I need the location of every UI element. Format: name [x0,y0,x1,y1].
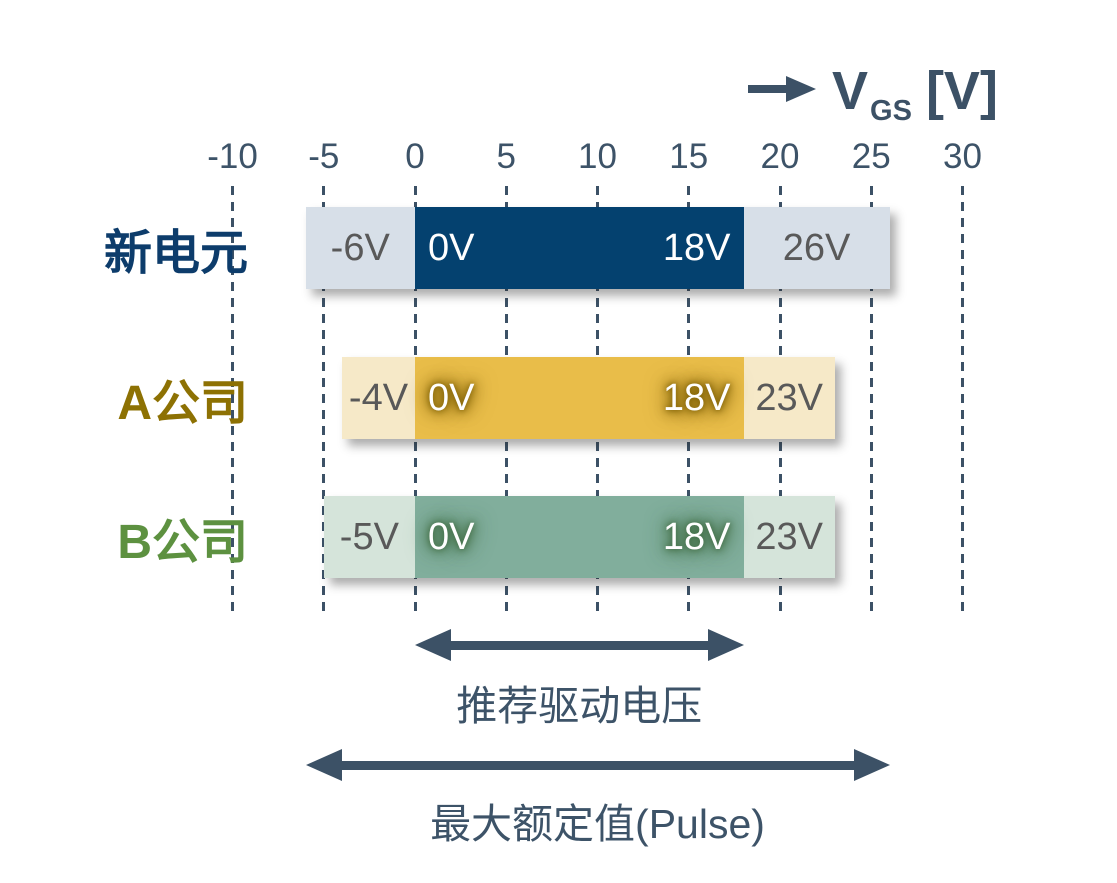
arrow-shaft [341,760,854,770]
bar-value-label: -6V [330,227,390,269]
bar-value-label: 18V [662,227,731,269]
bar-value-label: -5V [339,516,399,558]
arrowhead-right-icon [707,629,744,661]
bar-value-label: 23V [755,516,823,558]
annotation-label: 推荐驱动电压 [456,683,703,729]
bar-value-label: -4V [348,377,409,419]
recommended-range-bar [415,357,744,439]
double-arrow [305,749,890,781]
gridline [869,186,873,616]
axis-tick-label: 5 [496,137,516,176]
arrow-shaft [451,640,708,650]
arrowhead-left-icon [305,749,342,781]
axis-tick-label: 30 [943,137,982,176]
axis-tick-label: 25 [851,137,891,176]
bar-value-label: 18V [662,377,731,419]
gridline [322,186,326,616]
axis-tick-label: 20 [760,137,800,176]
recommended-range-bar [415,207,744,289]
axis-tick-label: -5 [308,137,340,176]
row-label: 新电元 [103,227,248,280]
gridline [961,186,964,616]
bar-value-label: 0V [428,227,475,269]
axis-title: VGS [V] [748,58,998,127]
right-arrow-icon [748,75,816,108]
recommended-range-bar [415,496,744,578]
arrowhead-right-icon [853,749,890,781]
bar-value-label: 0V [428,377,475,419]
bar-value-label: 18V [662,516,731,558]
bar-value-label: 26V [782,227,851,269]
vgs-subscript: GS [870,95,912,127]
row-label: A公司 [117,377,248,430]
bar-value-label: 23V [755,377,823,419]
axis-tick-label: 10 [578,137,617,176]
vgs-symbol: V [832,61,869,121]
axis-tick-label: -10 [207,137,258,176]
vgs-unit: [V] [925,61,998,121]
axis-tick-label: 0 [405,137,425,176]
row-label: B公司 [117,516,248,569]
double-arrow [415,629,744,661]
arrowhead-left-icon [415,629,451,661]
axis-tick-label: 15 [669,137,709,176]
axis-title-text: VGS [V] [832,60,998,127]
bar-value-label: 0V [428,516,475,558]
gridline [231,186,234,616]
annotation-label: 最大额定值(Pulse) [430,801,765,847]
